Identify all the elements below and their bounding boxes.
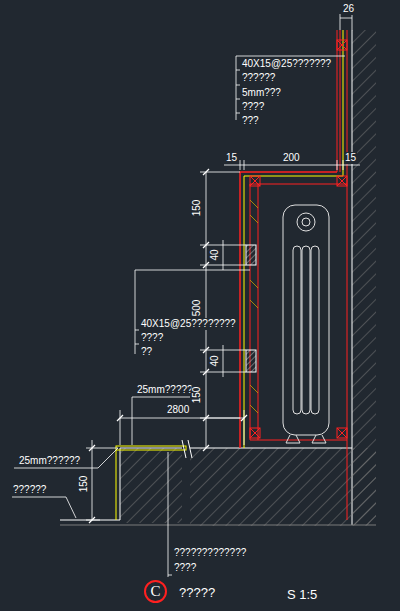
annotation-text: 150 [78, 475, 90, 494]
annotation-text: ??? [241, 115, 260, 127]
detail-letter: C [150, 583, 160, 600]
annotation-text: 25mm????? [136, 384, 194, 396]
annotation-text: 26 [342, 3, 355, 15]
annotation-text: 15 [225, 152, 238, 164]
annotation-text: 40X15@25??????? [241, 58, 332, 70]
annotation-text: ???? [173, 562, 197, 574]
annotation-text: 15 [344, 152, 357, 164]
annotation-text: ???? [241, 101, 265, 113]
annotation-text: ????? [178, 585, 216, 600]
annotation-text: 200 [282, 152, 301, 164]
annotation-text: ????????????? [173, 547, 247, 559]
annotation-text: ?? [140, 346, 153, 358]
annotation-text: 40X15@25???????? [140, 318, 237, 330]
annotation-text: 40 [209, 248, 221, 261]
annotation-text: ?????? [12, 484, 47, 496]
annotation-text: 2800 [166, 404, 190, 416]
annotation-text: 500 [191, 299, 203, 318]
annotation-text: 40 [209, 354, 221, 367]
scale-label: S 1:5 [286, 587, 318, 602]
annotation-text: ???? [140, 332, 164, 344]
annotation-text: 150 [191, 199, 203, 218]
detail-marker-circle: C [144, 580, 167, 603]
annotation-text: 25mm?????? [18, 455, 81, 467]
annotation-text: ?????? [241, 72, 276, 84]
annotation-text: 5mm??? [241, 87, 282, 99]
annotation-text: 150 [191, 386, 203, 405]
